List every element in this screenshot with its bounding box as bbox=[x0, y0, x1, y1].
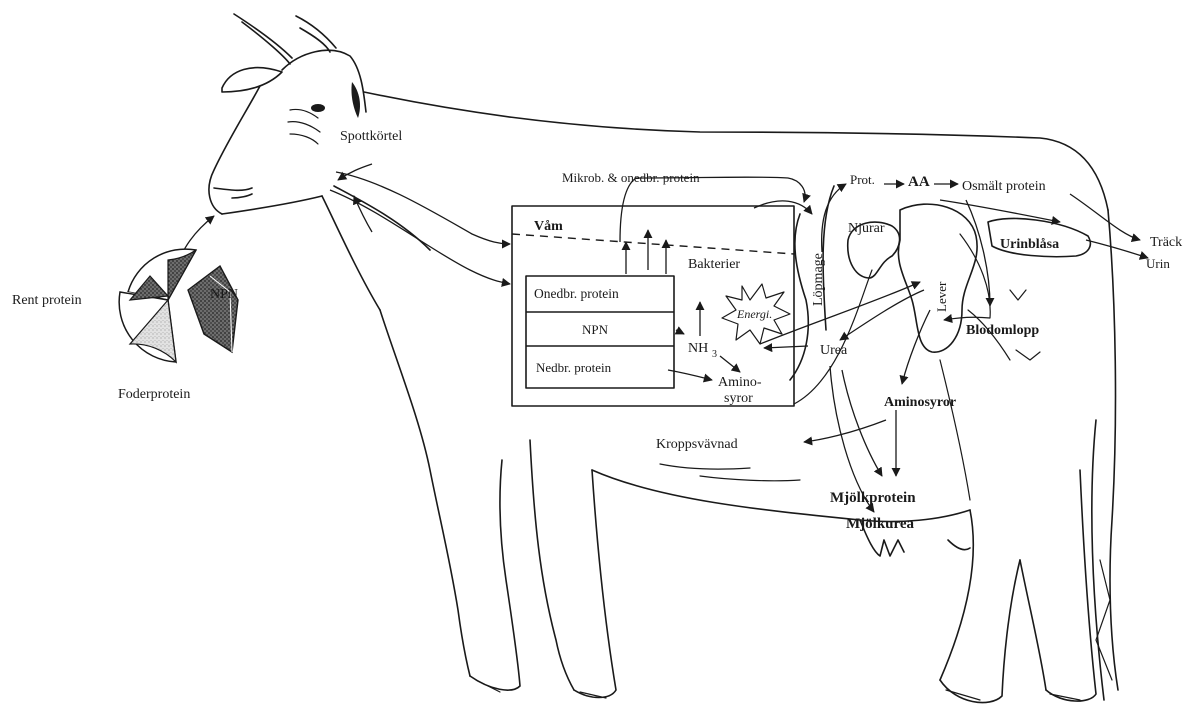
label-njurar: Njurar bbox=[848, 221, 885, 236]
label-nh3-sub: 3 bbox=[712, 349, 717, 360]
label-osmalt: Osmält protein bbox=[962, 179, 1046, 194]
label-aa: AA bbox=[908, 174, 930, 190]
label-blodomlopp: Blodomlopp bbox=[966, 323, 1039, 338]
label-rent-protein: Rent protein bbox=[12, 293, 82, 308]
label-lopmage: Löpmage bbox=[811, 253, 826, 306]
label-onedbr: Onedbr. protein bbox=[534, 286, 619, 301]
label-foderprotein: Foderprotein bbox=[118, 387, 190, 402]
label-amino-1: Amino- bbox=[718, 375, 762, 390]
label-urea: Urea bbox=[820, 343, 848, 358]
label-vam: Våm bbox=[534, 219, 563, 234]
flow-arrows bbox=[178, 164, 1148, 512]
abomasum bbox=[790, 214, 808, 380]
label-energi: Energi. bbox=[736, 307, 772, 321]
label-nh3: NH bbox=[688, 341, 708, 356]
label-amino-2: syror bbox=[724, 391, 753, 406]
label-lever: Lever bbox=[934, 281, 949, 312]
label-mikrob: Mikrob. & onedbr. protein bbox=[562, 170, 700, 185]
label-bakterier: Bakterier bbox=[688, 257, 740, 272]
cow-outline bbox=[209, 14, 1118, 703]
label-mjolkurea: Mjölkurea bbox=[846, 516, 915, 532]
label-aminosyror: Aminosyror bbox=[884, 395, 956, 410]
label-track: Träck bbox=[1150, 235, 1182, 250]
label-prot: Prot. bbox=[850, 172, 875, 187]
label-npn-box: NPN bbox=[582, 322, 609, 337]
rumen-dash bbox=[512, 234, 794, 254]
label-npn-feed: NPN bbox=[210, 287, 238, 302]
label-urinblasa: Urinblåsa bbox=[1000, 237, 1059, 252]
label-nedbr: Nedbr. protein bbox=[536, 360, 612, 375]
label-urin: Urin bbox=[1146, 256, 1170, 271]
label-mjolkprotein: Mjölkprotein bbox=[830, 490, 916, 506]
label-kroppsvavnad: Kroppsvävnad bbox=[656, 437, 738, 452]
feed-pie bbox=[119, 249, 238, 362]
label-spottkortel: Spottkörtel bbox=[340, 129, 402, 144]
